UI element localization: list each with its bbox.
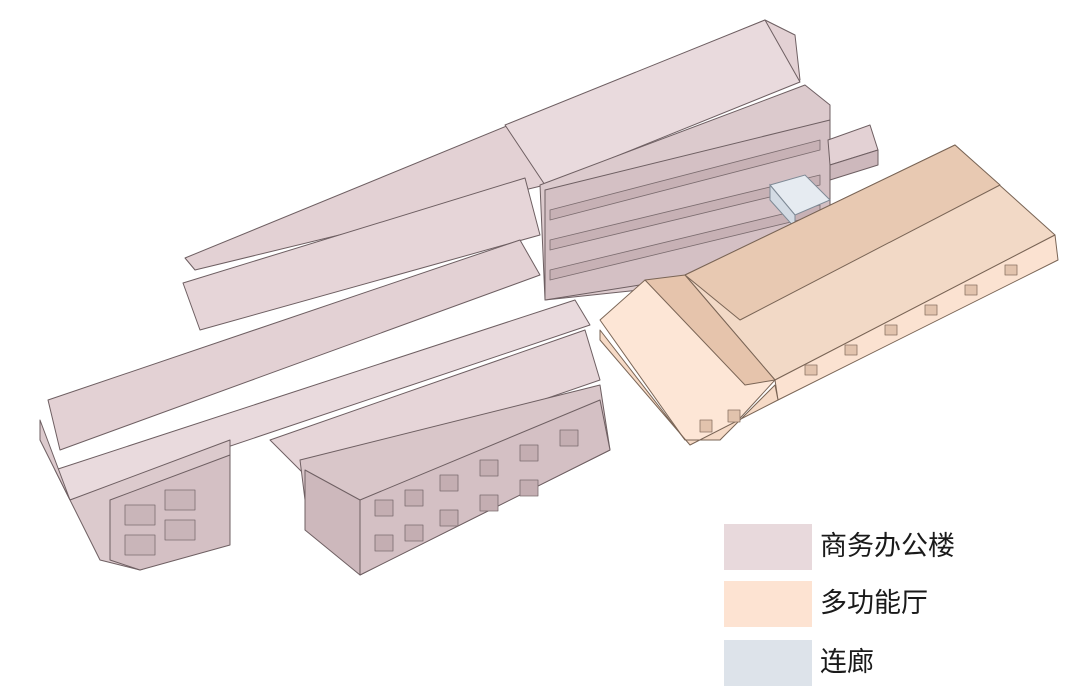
hall-front-wall <box>599 329 779 446</box>
legend-item-office: 商务办公楼 <box>724 524 1054 570</box>
office-roof-long <box>47 239 541 451</box>
legend-swatch-office <box>724 524 812 570</box>
office-rear-windows <box>549 139 821 281</box>
office-left-windows <box>124 489 196 556</box>
hall-roof-ridge <box>684 144 1001 321</box>
legend-item-hall: 多功能厅 <box>724 581 1054 627</box>
office-front-roof <box>269 329 601 481</box>
office-tail-face <box>829 149 879 181</box>
corridor <box>769 174 831 230</box>
legend-label-office: 商务办公楼 <box>820 531 955 562</box>
hall-gable <box>599 279 776 441</box>
legend-swatch-corridor <box>724 640 812 686</box>
legend-item-corridor: 连廊 <box>724 640 1054 686</box>
office-roof-upper-top <box>504 19 801 186</box>
legend-label-hall: 多功能厅 <box>820 588 928 619</box>
office-roof-middle <box>182 177 541 331</box>
legend-swatch-hall <box>724 581 812 627</box>
legend-label-corridor: 连廊 <box>820 647 874 678</box>
multi-function-hall <box>599 144 1059 446</box>
hall-windows <box>699 264 1018 433</box>
office-front-windows <box>374 429 579 552</box>
